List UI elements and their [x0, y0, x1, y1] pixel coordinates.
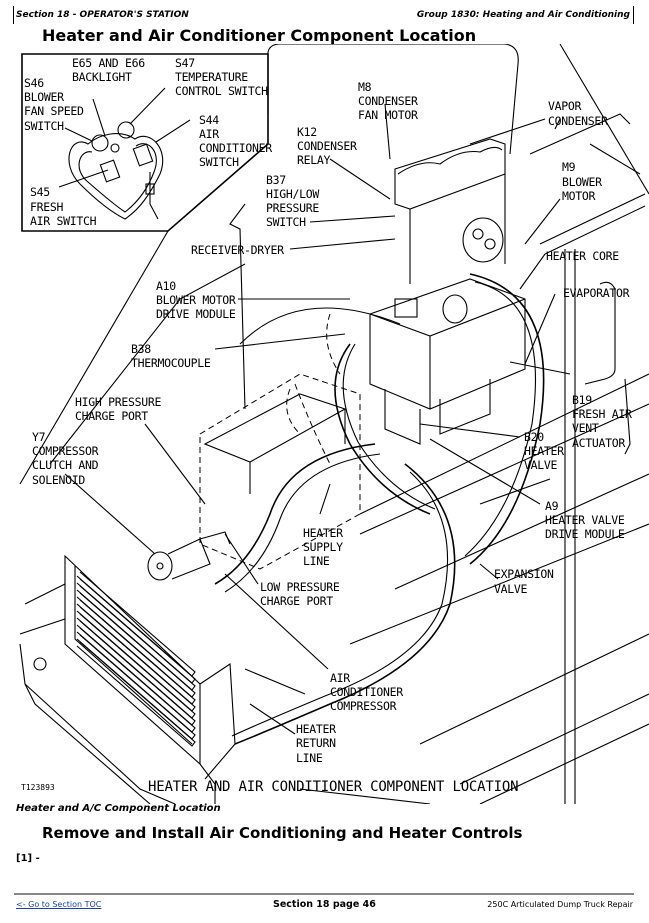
- compressor: [147, 531, 231, 581]
- page-title: Heater and Air Conditioner Component Loc…: [42, 26, 477, 45]
- ac-switch-body: [132, 143, 154, 167]
- header-rule-left: [13, 6, 14, 24]
- label-heater-core: HEATER CORE: [546, 249, 619, 263]
- tow-eye: [33, 657, 47, 671]
- go-to-section-toc-link[interactable]: <- Go to Section TOC: [16, 900, 102, 909]
- front-grille: [19, 554, 236, 804]
- section-header: Section 18 - OPERATOR'S STATION: [16, 10, 189, 20]
- grille-louver: [76, 613, 196, 719]
- blower-wheel: [442, 294, 468, 324]
- grille-louver: [76, 641, 196, 747]
- label-receiver-dryer: RECEIVER-DRYER: [191, 243, 284, 257]
- footer-divider: [14, 893, 634, 895]
- grille-louver: [76, 634, 196, 740]
- fan-speed-knob: [91, 134, 109, 152]
- grille-louver: [76, 585, 196, 691]
- label-evaporator: EVAPORATOR: [563, 286, 630, 300]
- temperature-knob: [117, 121, 135, 139]
- hvac-unit: [214, 138, 545, 745]
- page-number: Section 18 page 46: [273, 899, 376, 910]
- leader-lines: [64, 103, 641, 735]
- backlight: [110, 143, 120, 153]
- grille-louver: [76, 599, 196, 705]
- step-marker: [1] -: [16, 853, 40, 864]
- condenser-body: [394, 138, 506, 210]
- grille-louver: [76, 578, 196, 684]
- figure-id: T123893: [21, 783, 55, 792]
- header-rule-right: [633, 6, 634, 24]
- grille-louver: [76, 592, 196, 698]
- blower-motor: [462, 217, 504, 263]
- section-title-remove-install: Remove and Install Air Conditioning and …: [42, 824, 523, 842]
- grille-louver: [76, 620, 196, 726]
- refrigerant-line: [214, 443, 376, 585]
- evaporator-box: [369, 278, 526, 410]
- controls-inset: [21, 53, 269, 232]
- grille-louver: [76, 627, 196, 733]
- heater-return-hose: [234, 463, 456, 745]
- group-header: Group 1830: Heating and Air Conditioning: [416, 10, 630, 20]
- figure-caption-text: Heater and A/C Component Location: [16, 803, 221, 814]
- engine-hood: [199, 373, 649, 804]
- figure-caption: HEATER AND AIR CONDITIONER COMPONENT LOC…: [148, 779, 518, 795]
- fresh-air-switch-body: [99, 159, 121, 183]
- control-panel-harness: [68, 133, 164, 220]
- document-title: 250C Articulated Dump Truck Repair: [487, 900, 633, 909]
- inset-border: [21, 53, 269, 232]
- compressor-clutch: [147, 551, 173, 581]
- cab-outline: [19, 44, 649, 804]
